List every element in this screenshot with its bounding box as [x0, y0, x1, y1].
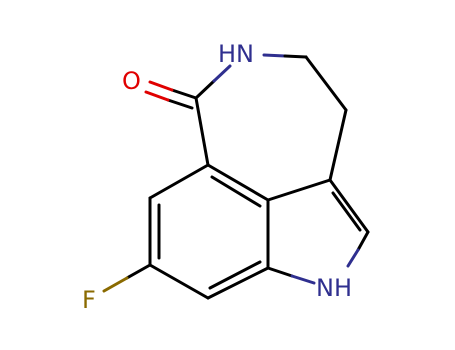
bond-c1-n-a [194, 79, 216, 100]
bond-c3-c2-inner [331, 191, 362, 232]
bond-c7a-c3 [266, 178, 332, 202]
bond-inner-1 [210, 175, 262, 208]
bond-c6-c5 [148, 263, 210, 300]
hetero-bond-group [102, 53, 370, 293]
bond-c3-c2 [328, 178, 370, 234]
bond-cf-b [102, 276, 129, 293]
bond-co-a [170, 88, 198, 100]
bond-c7-nh-b [290, 274, 316, 285]
atom-label-fluorine: F [82, 286, 96, 314]
bond-c7-nh-a [266, 266, 294, 278]
bond-n-ch2-b [283, 54, 308, 59]
bond-co2-b [144, 90, 170, 102]
bond-c1-n-b [212, 64, 232, 83]
bond-ch2-ch2 [304, 55, 348, 112]
bond-inner-2 [208, 260, 262, 290]
bond-c3-ch2 [328, 108, 348, 182]
bond-c4-c3a [148, 163, 210, 200]
bond-co2-a [166, 98, 194, 110]
bond-c2-nh-a [356, 230, 370, 252]
bond-n-ch2-a [262, 53, 287, 58]
bond-c2-nh-b [346, 248, 360, 268]
bond-co-b [148, 80, 174, 92]
bond-cf-a [125, 263, 152, 280]
bond-c3a-c7a [206, 163, 270, 202]
atom-label-oxygen: O [122, 67, 141, 95]
atom-label-nh-indole: NH [316, 274, 352, 302]
bond-group [148, 55, 370, 300]
atom-label-nh-amide: HN [218, 40, 254, 68]
bond-c1-c3a [194, 96, 210, 167]
bond-c7-c6 [206, 266, 270, 300]
